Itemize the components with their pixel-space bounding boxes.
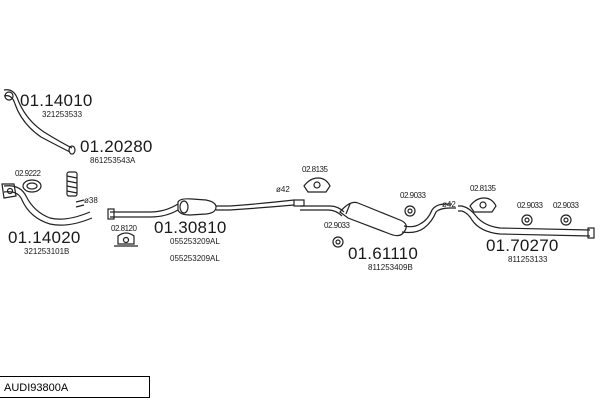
ring-02-9033-a <box>332 236 344 248</box>
diameter-label: ø42 <box>276 185 290 194</box>
accessory-code: 02.9033 <box>324 221 350 230</box>
accessory-code: 02.9033 <box>400 191 426 200</box>
oem-number: 811253133 <box>508 255 548 264</box>
diameter-label: ø38 <box>84 196 98 205</box>
gasket-02-9222 <box>22 179 42 193</box>
part-number: 01.14010 <box>20 91 93 110</box>
model-code: AUDI93800A <box>4 382 69 394</box>
rear-pipe-01-70270 <box>458 205 595 239</box>
part-number: 01.30810 <box>154 218 227 237</box>
ring-02-9033-b <box>404 205 416 217</box>
accessory-code: 02.9033 <box>517 201 543 210</box>
stub-pipe-38 <box>75 199 85 208</box>
mount-02-8120 <box>114 232 138 247</box>
accessory-code: 02.8120 <box>111 224 137 233</box>
diameter-label: ø42 <box>442 200 456 209</box>
oem-number: 861253543A <box>90 156 136 165</box>
accessory-code: 02.8135 <box>302 165 328 174</box>
accessory-code: 02.9033 <box>553 201 579 210</box>
oem-number-alt: 055253209AL <box>170 254 220 263</box>
part-number: 01.61110 <box>348 244 418 263</box>
oem-number: 811253409B <box>368 263 413 272</box>
oem-number: 055253209AL <box>170 237 220 246</box>
front-pipe-01-14020 <box>1 183 93 226</box>
middle-silencer-01-61110 <box>300 201 456 237</box>
model-code-box: AUDI93800A <box>0 376 150 398</box>
accessory-code: 02.9222 <box>15 169 41 178</box>
part-number: 01.14020 <box>8 228 81 247</box>
ring-02-9033-c <box>521 214 533 226</box>
part-number: 01.70270 <box>486 236 559 255</box>
mount-02-8135-b <box>469 197 497 213</box>
part-number: 01.20280 <box>80 137 153 156</box>
cat-pipe-01-30810 <box>107 198 305 220</box>
front-pipe-01-14010 <box>3 89 76 155</box>
flex-pipe-01-20280 <box>66 171 78 197</box>
mount-02-8135-a <box>303 177 331 193</box>
ring-02-9033-d <box>560 214 572 226</box>
oem-number: 321253101B <box>24 247 70 256</box>
accessory-code: 02.8135 <box>470 184 496 193</box>
oem-number: 321253533 <box>42 110 83 119</box>
